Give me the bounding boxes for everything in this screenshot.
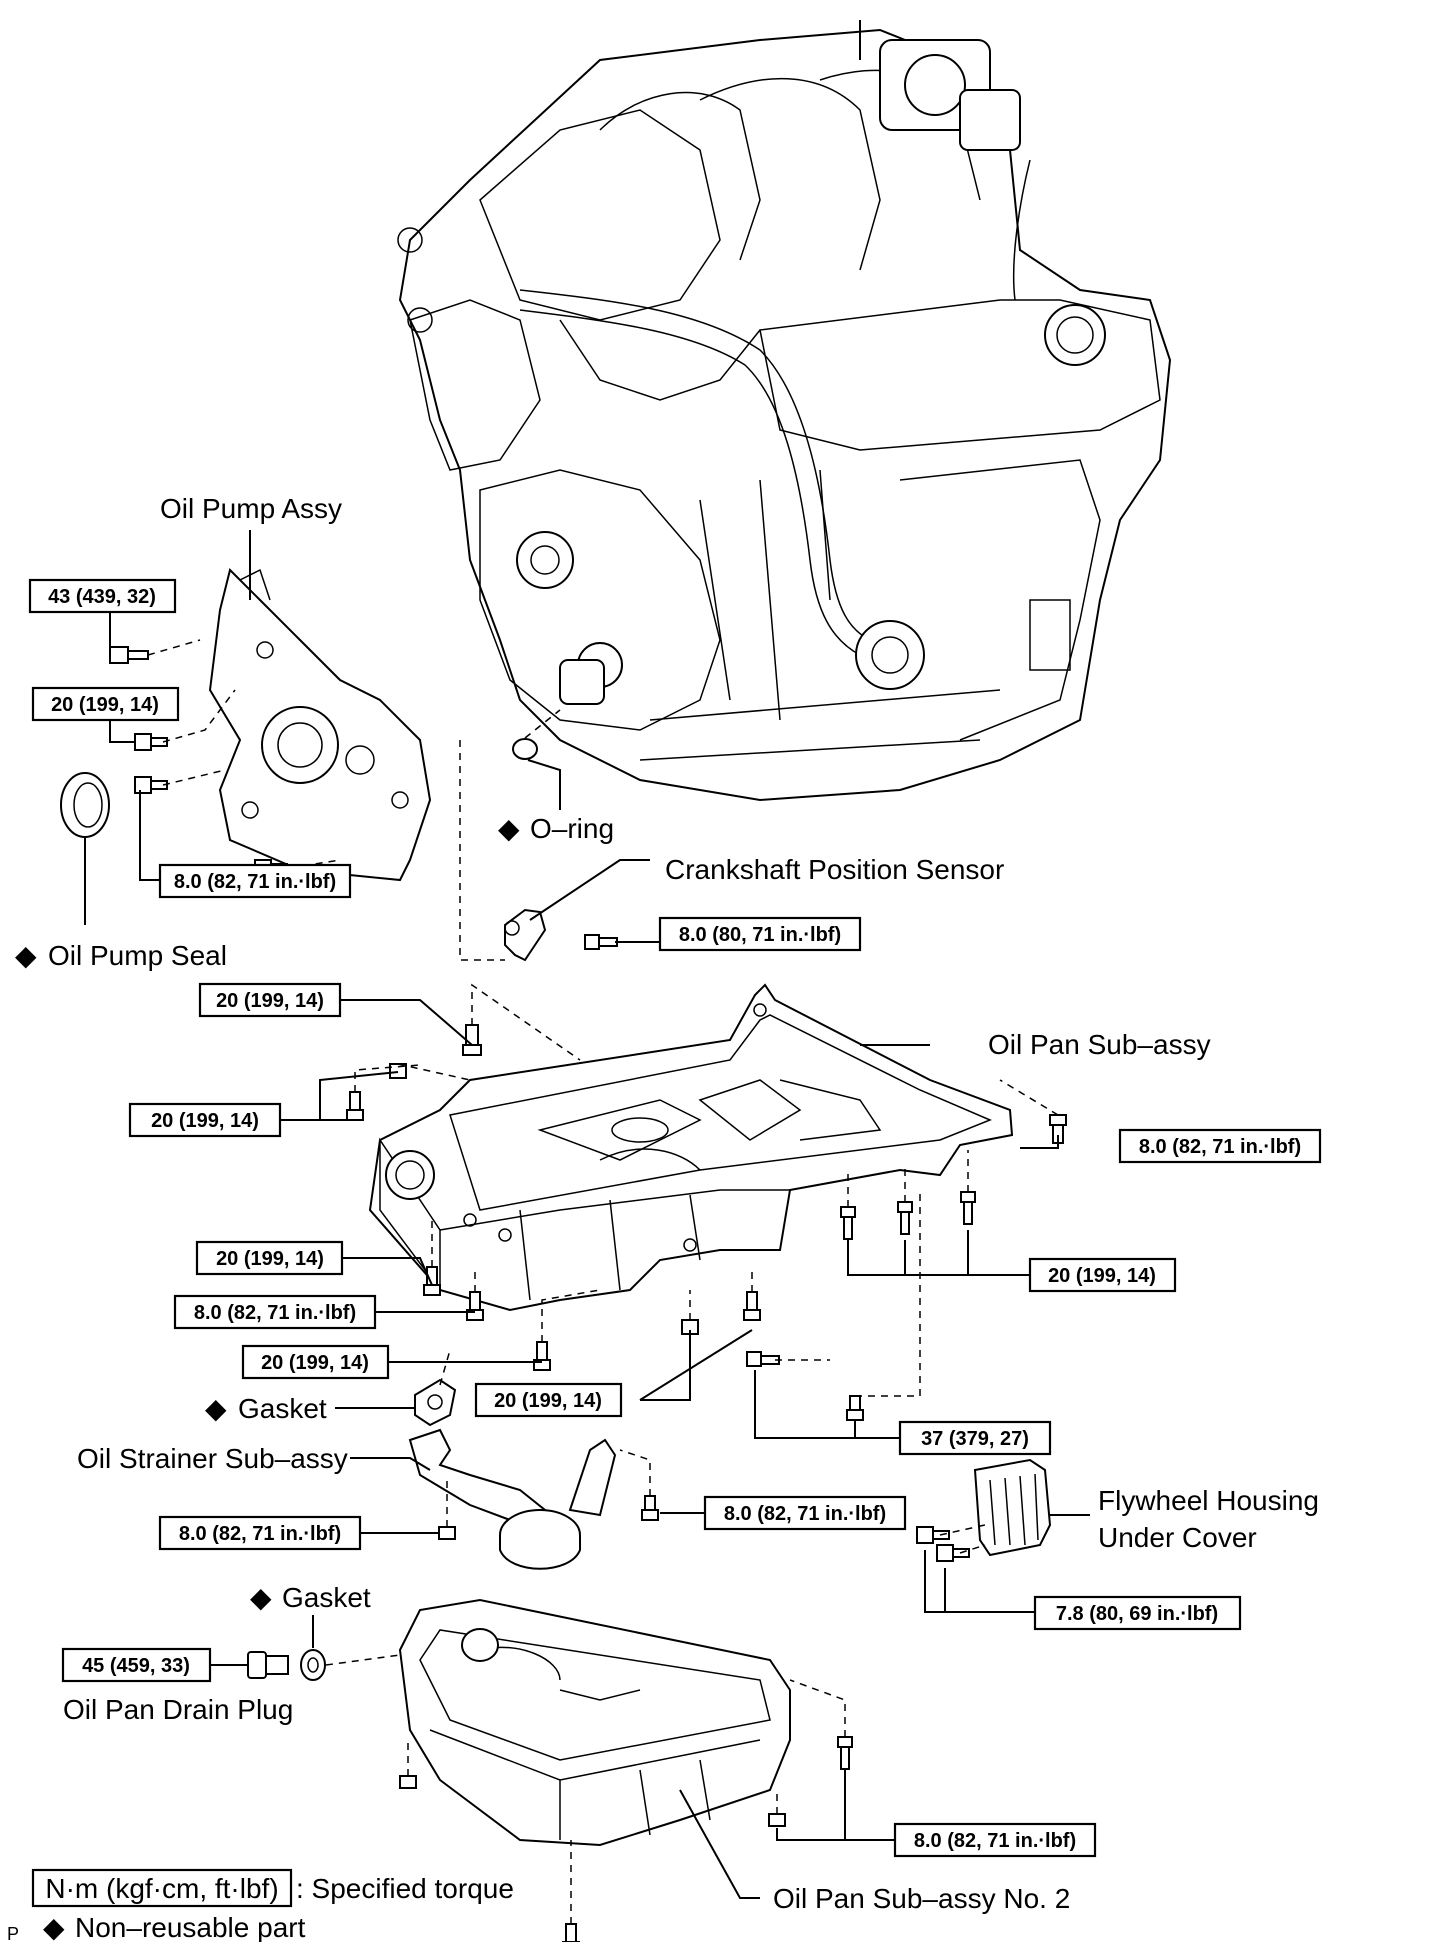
torque-text-pan-left: 20 (199, 14) bbox=[151, 1110, 259, 1132]
torque-box-pan-left bbox=[128, 1102, 282, 1138]
torque-box-pump-mid bbox=[31, 686, 180, 722]
oil-pan-bolts bbox=[346, 1024, 1067, 1421]
oil-pan-no2-part bbox=[398, 1598, 853, 1947]
torque-text-pump-top: 43 (439, 32) bbox=[48, 586, 156, 608]
torque-text-pump-low: 8.0 (82, 71 in.·lbf) bbox=[174, 871, 336, 893]
legend-diamond-symbol: ◆ bbox=[43, 1912, 65, 1942]
torque-box-pan2 bbox=[893, 1822, 1097, 1858]
label-oil-pump-assy: Oil Pump Assy bbox=[160, 493, 342, 524]
torque-box-pump-low bbox=[158, 863, 352, 899]
torque-text-strainer-nut: 8.0 (82, 71 in.·lbf) bbox=[179, 1523, 341, 1545]
torque-text-flywheel: 7.8 (80, 69 in.·lbf) bbox=[1056, 1603, 1218, 1625]
label-flywheel-housing-line1: Flywheel Housing bbox=[1098, 1485, 1319, 1516]
torque-box-strainer-bolt bbox=[703, 1495, 907, 1531]
torque-box-pan-bottom bbox=[1028, 1257, 1177, 1293]
oil-strainer-part bbox=[408, 1428, 659, 1570]
legend-torque-unit: N·m (kgf·cm, ft·lbf) bbox=[45, 1873, 278, 1904]
legend: N·m (kgf·cm, ft·lbf) : Specified torque … bbox=[7, 1868, 514, 1944]
diamond-symbol-oil-pump-seal: ◆ bbox=[15, 940, 37, 971]
engine-assembly bbox=[397, 20, 1172, 802]
label-o-ring: O–ring bbox=[530, 813, 614, 844]
leader-lines bbox=[84, 530, 1090, 1899]
diamond-symbol-gasket-1: ◆ bbox=[205, 1393, 227, 1424]
torque-text-pan-front-b: 8.0 (82, 71 in.·lbf) bbox=[194, 1302, 356, 1324]
page-mark: P bbox=[7, 1924, 19, 1942]
torque-text-pan2: 8.0 (82, 71 in.·lbf) bbox=[914, 1830, 1076, 1852]
torque-box-pan-nuts bbox=[474, 1382, 623, 1418]
legend-torque-box bbox=[31, 1868, 293, 1908]
torque-box-pan-front-c bbox=[241, 1344, 390, 1380]
strainer-gasket-part bbox=[414, 1378, 457, 1427]
torque-box-flywheel bbox=[1033, 1595, 1242, 1631]
legend-torque-desc: : Specified torque bbox=[296, 1873, 514, 1904]
label-oil-pan-sub-assy-no2: Oil Pan Sub–assy No. 2 bbox=[773, 1883, 1070, 1914]
torque-text-pan-top: 20 (199, 14) bbox=[216, 990, 324, 1012]
torque-text-pan-bottom: 20 (199, 14) bbox=[1048, 1265, 1156, 1287]
torque-text-pan-nuts: 20 (199, 14) bbox=[494, 1390, 602, 1412]
torque-box-pan-top bbox=[198, 982, 342, 1018]
torque-box-pan-37 bbox=[898, 1420, 1052, 1456]
part-labels: Oil Pump Assy ◆ O–ring Crankshaft Positi… bbox=[15, 493, 1319, 1914]
torque-box-sensor bbox=[658, 916, 862, 952]
label-oil-pan-drain-plug: Oil Pan Drain Plug bbox=[63, 1694, 293, 1725]
label-oil-strainer-sub-assy: Oil Strainer Sub–assy bbox=[77, 1443, 348, 1474]
torque-text-sensor: 8.0 (80, 71 in.·lbf) bbox=[679, 924, 841, 946]
torque-box-pan-right bbox=[1118, 1128, 1322, 1164]
torque-text-pan-right: 8.0 (82, 71 in.·lbf) bbox=[1139, 1136, 1301, 1158]
label-gasket-2: Gasket bbox=[282, 1582, 371, 1613]
drain-plug-part bbox=[247, 1649, 326, 1681]
torque-box-pan-front-a bbox=[195, 1240, 344, 1276]
torque-box-pan-front-b bbox=[173, 1294, 377, 1330]
label-oil-pump-seal: Oil Pump Seal bbox=[48, 940, 227, 971]
alignment-dashed-lines bbox=[147, 639, 1059, 1924]
torque-box-drain bbox=[61, 1647, 212, 1683]
label-flywheel-housing-line2: Under Cover bbox=[1098, 1522, 1257, 1553]
flywheel-cover-part bbox=[916, 1458, 1052, 1562]
oil-pump-seal-part bbox=[60, 772, 110, 838]
torque-labels: 43 (439, 32) 20 (199, 14) 8.0 (82, 71 in… bbox=[28, 578, 1322, 1858]
diamond-symbol-gasket-2: ◆ bbox=[250, 1582, 272, 1613]
crankshaft-sensor-part bbox=[504, 908, 618, 962]
torque-text-drain: 45 (459, 33) bbox=[82, 1655, 190, 1677]
legend-nonreusable-desc: Non–reusable part bbox=[75, 1912, 306, 1942]
label-oil-pan-sub-assy: Oil Pan Sub–assy bbox=[988, 1029, 1211, 1060]
diamond-symbol-o-ring: ◆ bbox=[498, 813, 520, 844]
torque-text-pump-mid: 20 (199, 14) bbox=[51, 694, 159, 716]
torque-text-pan-front-c: 20 (199, 14) bbox=[261, 1352, 369, 1374]
torque-text-pan-37: 37 (379, 27) bbox=[921, 1428, 1029, 1450]
label-gasket-1: Gasket bbox=[238, 1393, 327, 1424]
oil-pump-assy-part bbox=[208, 568, 432, 882]
torque-box-strainer-nut bbox=[158, 1515, 362, 1551]
torque-text-strainer-bolt: 8.0 (82, 71 in.·lbf) bbox=[724, 1503, 886, 1525]
oil-pan-sub-assy-part bbox=[368, 983, 1014, 1312]
torque-text-pan-front-a: 20 (199, 14) bbox=[216, 1248, 324, 1270]
o-ring-part bbox=[512, 738, 538, 760]
torque-box-pump-top bbox=[28, 578, 177, 614]
label-crankshaft-position-sensor: Crankshaft Position Sensor bbox=[665, 854, 1004, 885]
